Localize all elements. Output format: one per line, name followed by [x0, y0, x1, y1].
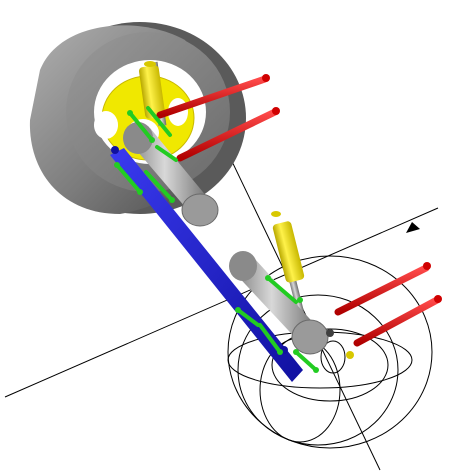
front-knuckle [123, 122, 219, 227]
rear-lower-arm-joint [434, 295, 442, 303]
rear-damper-body [272, 221, 305, 283]
front-upper-arm-bar [156, 75, 269, 119]
rear-bushing-node [277, 349, 283, 355]
front-bushing-3 [115, 163, 142, 194]
rear-upper-arm-joint [423, 262, 431, 270]
rear-wheel-rim-outer [227, 255, 433, 449]
front-bushing-node [149, 137, 155, 143]
front-bushing-1 [128, 111, 154, 142]
front-bushings [115, 106, 178, 202]
rear-bushings [236, 276, 318, 372]
front-control-arms [156, 74, 280, 162]
rear-damper [271, 211, 307, 324]
rear-wheel-rim-side [237, 294, 399, 446]
rear-bushing-1 [266, 276, 298, 304]
front-lower-control-arm [176, 107, 280, 162]
front-wheel-hub-rim-left [94, 111, 118, 139]
rear-damper-top [271, 211, 281, 217]
rear-bushing-node [265, 275, 271, 281]
front-bushing-2 [146, 106, 172, 137]
axis-line-long [4, 207, 439, 398]
rear-bushing-node [235, 307, 241, 313]
front-bushing-5 [155, 145, 178, 162]
rear-axle-end [291, 319, 329, 355]
front-damper-body [138, 65, 166, 119]
rear-upper-control-arm [334, 262, 431, 316]
front-bushing-4 [144, 170, 174, 202]
rear-bushing-3 [258, 323, 282, 354]
front-bushing-node [127, 110, 133, 116]
rear-knuckle-cap [229, 251, 257, 281]
rear-bushing-node [313, 367, 319, 373]
rear-lower-arm-bar [353, 296, 441, 347]
front-bushing-node [137, 189, 143, 195]
front-axle-end [181, 193, 219, 227]
rear-arm-inner-joint [346, 351, 354, 359]
front-damper-top [144, 61, 156, 67]
rear-wheel-hub-ring [320, 340, 346, 374]
rear-knuckle [229, 251, 334, 355]
front-upper-control-arm [156, 74, 270, 119]
front-lower-arm-joint [272, 107, 280, 115]
rear-axle-center [326, 329, 334, 337]
front-bushing-nodes [114, 110, 175, 203]
rear-bushing-nodes [235, 275, 319, 373]
rear-bushing-2 [236, 308, 260, 327]
front-upper-arm-joint [262, 74, 270, 82]
rear-axle-shaft [232, 258, 320, 345]
rear-bushing-4 [294, 350, 318, 372]
front-lower-arm-bar [176, 108, 279, 162]
trailing-link-front-joint [111, 146, 119, 154]
rear-bushing-node [293, 349, 299, 355]
rear-lower-control-arm [353, 295, 442, 347]
front-bushing-node [169, 197, 175, 203]
rear-bushing-node [297, 297, 303, 303]
rear-upper-arm-bar [334, 264, 430, 316]
axis-arrowhead [406, 222, 420, 233]
front-damper [138, 61, 167, 127]
front-bushing-node [114, 162, 120, 168]
rear-control-arms [334, 262, 442, 359]
